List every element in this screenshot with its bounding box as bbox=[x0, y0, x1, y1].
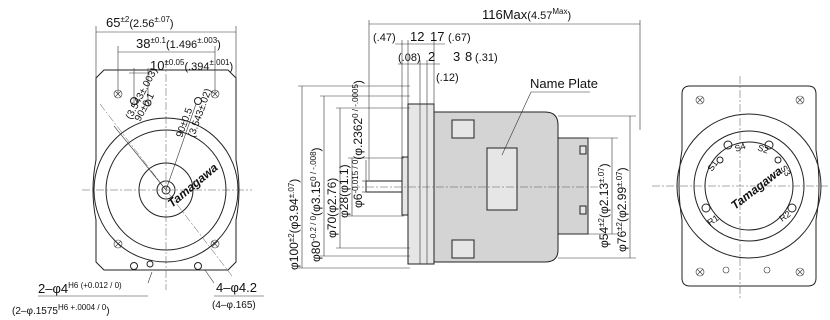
dim-116: 116Max bbox=[482, 7, 528, 22]
dim-17: 17 bbox=[430, 29, 444, 44]
terminal-r1: R1 bbox=[705, 213, 720, 228]
svg-text:65±2(2.56±.07): 65±2(2.56±.07) bbox=[106, 15, 174, 30]
rear-logo: Tamagawa bbox=[728, 164, 785, 213]
rear-flange bbox=[678, 85, 820, 287]
rear-view bbox=[652, 76, 830, 300]
dim-008: (.08) bbox=[398, 52, 421, 64]
svg-text:φ6-0.015 / 0(φ.23620 / -.0005): φ6-0.015 / 0(φ.23620 / -.0005) bbox=[351, 80, 365, 208]
dim-38: 38 bbox=[136, 36, 150, 51]
dim-031: (.31) bbox=[475, 52, 498, 64]
front-flange bbox=[92, 69, 240, 271]
svg-text:φ28(φ1.1): φ28(φ1.1) bbox=[337, 164, 351, 218]
terminal-s2: S2 bbox=[756, 142, 770, 155]
dia-54-inch: (φ2.13 bbox=[597, 183, 611, 218]
dia-80-inch: (φ3.15 bbox=[309, 180, 323, 215]
hole-spec-a-inch-tol: H6 +.0004 / 0 bbox=[58, 303, 107, 312]
dim-65-inch-tol: ±.07 bbox=[154, 15, 170, 24]
dia-6-inch: (φ.2362 bbox=[351, 118, 365, 160]
dia-70: φ70 bbox=[325, 217, 339, 238]
side-hub bbox=[401, 156, 409, 216]
dim-65-tol: ±2 bbox=[120, 15, 129, 24]
svg-text:(2–φ.1575H6 +.0004 / 0): (2–φ.1575H6 +.0004 / 0) bbox=[12, 303, 110, 317]
dim-38-inch: (1.496 bbox=[166, 39, 197, 51]
svg-text:10±0.05(.394±.001): 10±0.05(.394±.001) bbox=[150, 58, 233, 73]
terminal-icon bbox=[723, 140, 733, 150]
mount-hole-icon bbox=[194, 262, 202, 270]
hole-spec-a-inch: (2–φ.1575 bbox=[12, 306, 58, 317]
dim-2: 2 bbox=[428, 49, 435, 64]
rear-screws bbox=[695, 95, 805, 277]
svg-text:φ80-0.2 / 0(φ3.150 / -.008): φ80-0.2 / 0(φ3.150 / -.008) bbox=[309, 147, 323, 262]
dim-10-inch-tol: ±.001 bbox=[210, 58, 231, 67]
dim-116-inch: (4.57 bbox=[527, 10, 552, 22]
dia-54: φ54 bbox=[597, 227, 611, 248]
hole-spec-a-tol: H6 (+0.012 / 0) bbox=[68, 281, 122, 290]
dim-12: 12 bbox=[410, 29, 424, 44]
terminal-s4: S4 bbox=[733, 141, 747, 154]
dim-067: (.67) bbox=[448, 32, 471, 44]
pin-hole-icon bbox=[146, 260, 154, 268]
hole-spec-a: 2–φ4 bbox=[38, 281, 68, 296]
mount-hole-icon bbox=[194, 97, 202, 105]
front-view bbox=[82, 26, 252, 290]
dim-012: (.12) bbox=[436, 72, 459, 84]
side-flange bbox=[407, 103, 435, 265]
terminal-icon bbox=[701, 203, 711, 213]
svg-text:38±0.1(1.496±.003): 38±0.1(1.496±.003) bbox=[136, 36, 221, 51]
dia-28-inch: (φ1.1) bbox=[337, 164, 351, 196]
dim-116-inch-sup: Max bbox=[552, 7, 567, 16]
dia-28: φ28 bbox=[337, 197, 351, 218]
terminal-r2: R2 bbox=[777, 209, 792, 224]
dia-100-inch: (φ3.94 bbox=[287, 198, 301, 233]
dim-65-inch: (2.56 bbox=[129, 18, 154, 30]
hole-spec-b-inch: (4–φ.165) bbox=[212, 300, 256, 311]
dim-38-tol: ±0.1 bbox=[150, 36, 166, 45]
dia-76: φ76 bbox=[615, 231, 629, 252]
dia-76-inch: (φ2.99 bbox=[615, 187, 629, 222]
svg-text:φ70(φ2.76): φ70(φ2.76) bbox=[325, 178, 339, 238]
hole-spec-b: 4–φ4.2 bbox=[216, 280, 257, 295]
name-plate-label: Name Plate bbox=[530, 76, 598, 91]
side-shaft bbox=[365, 180, 403, 193]
terminal-icon bbox=[787, 203, 797, 213]
dim-047: (.47) bbox=[373, 32, 396, 44]
dim-3: 3 bbox=[453, 49, 460, 64]
dim-10-tol: ±0.05 bbox=[164, 58, 185, 67]
dim-38-inch-tol: ±.003 bbox=[197, 36, 218, 45]
dim-65: 65 bbox=[106, 15, 120, 30]
rear-terminals bbox=[701, 140, 797, 213]
svg-text:φ54±2(φ2.13±.07): φ54±2(φ2.13±.07) bbox=[597, 163, 611, 248]
terminal-icon bbox=[774, 156, 782, 164]
dia-80: φ80 bbox=[309, 241, 323, 262]
dim-8: 8 bbox=[465, 49, 472, 64]
dia-100: φ100 bbox=[287, 242, 301, 270]
side-view bbox=[352, 103, 600, 265]
mount-hole-icon bbox=[130, 262, 138, 270]
terminal-icon bbox=[716, 156, 724, 164]
dia-6: φ6 bbox=[351, 193, 365, 208]
dim-10: 10 bbox=[150, 58, 164, 73]
dia-70-inch: (φ2.76) bbox=[325, 178, 339, 217]
name-plate bbox=[486, 147, 518, 211]
svg-text:2–φ4H6 (+0.012 / 0): 2–φ4H6 (+0.012 / 0) bbox=[38, 281, 122, 296]
dim-10-inch: (.394 bbox=[184, 61, 209, 73]
svg-text:116Max(4.57Max): 116Max(4.57Max) bbox=[482, 7, 571, 22]
terminal-icon bbox=[764, 140, 774, 150]
svg-text:φ100±2(φ3.94±.07): φ100±2(φ3.94±.07) bbox=[287, 179, 301, 270]
svg-text:φ76±2(φ2.99±.07): φ76±2(φ2.99±.07) bbox=[615, 167, 629, 252]
